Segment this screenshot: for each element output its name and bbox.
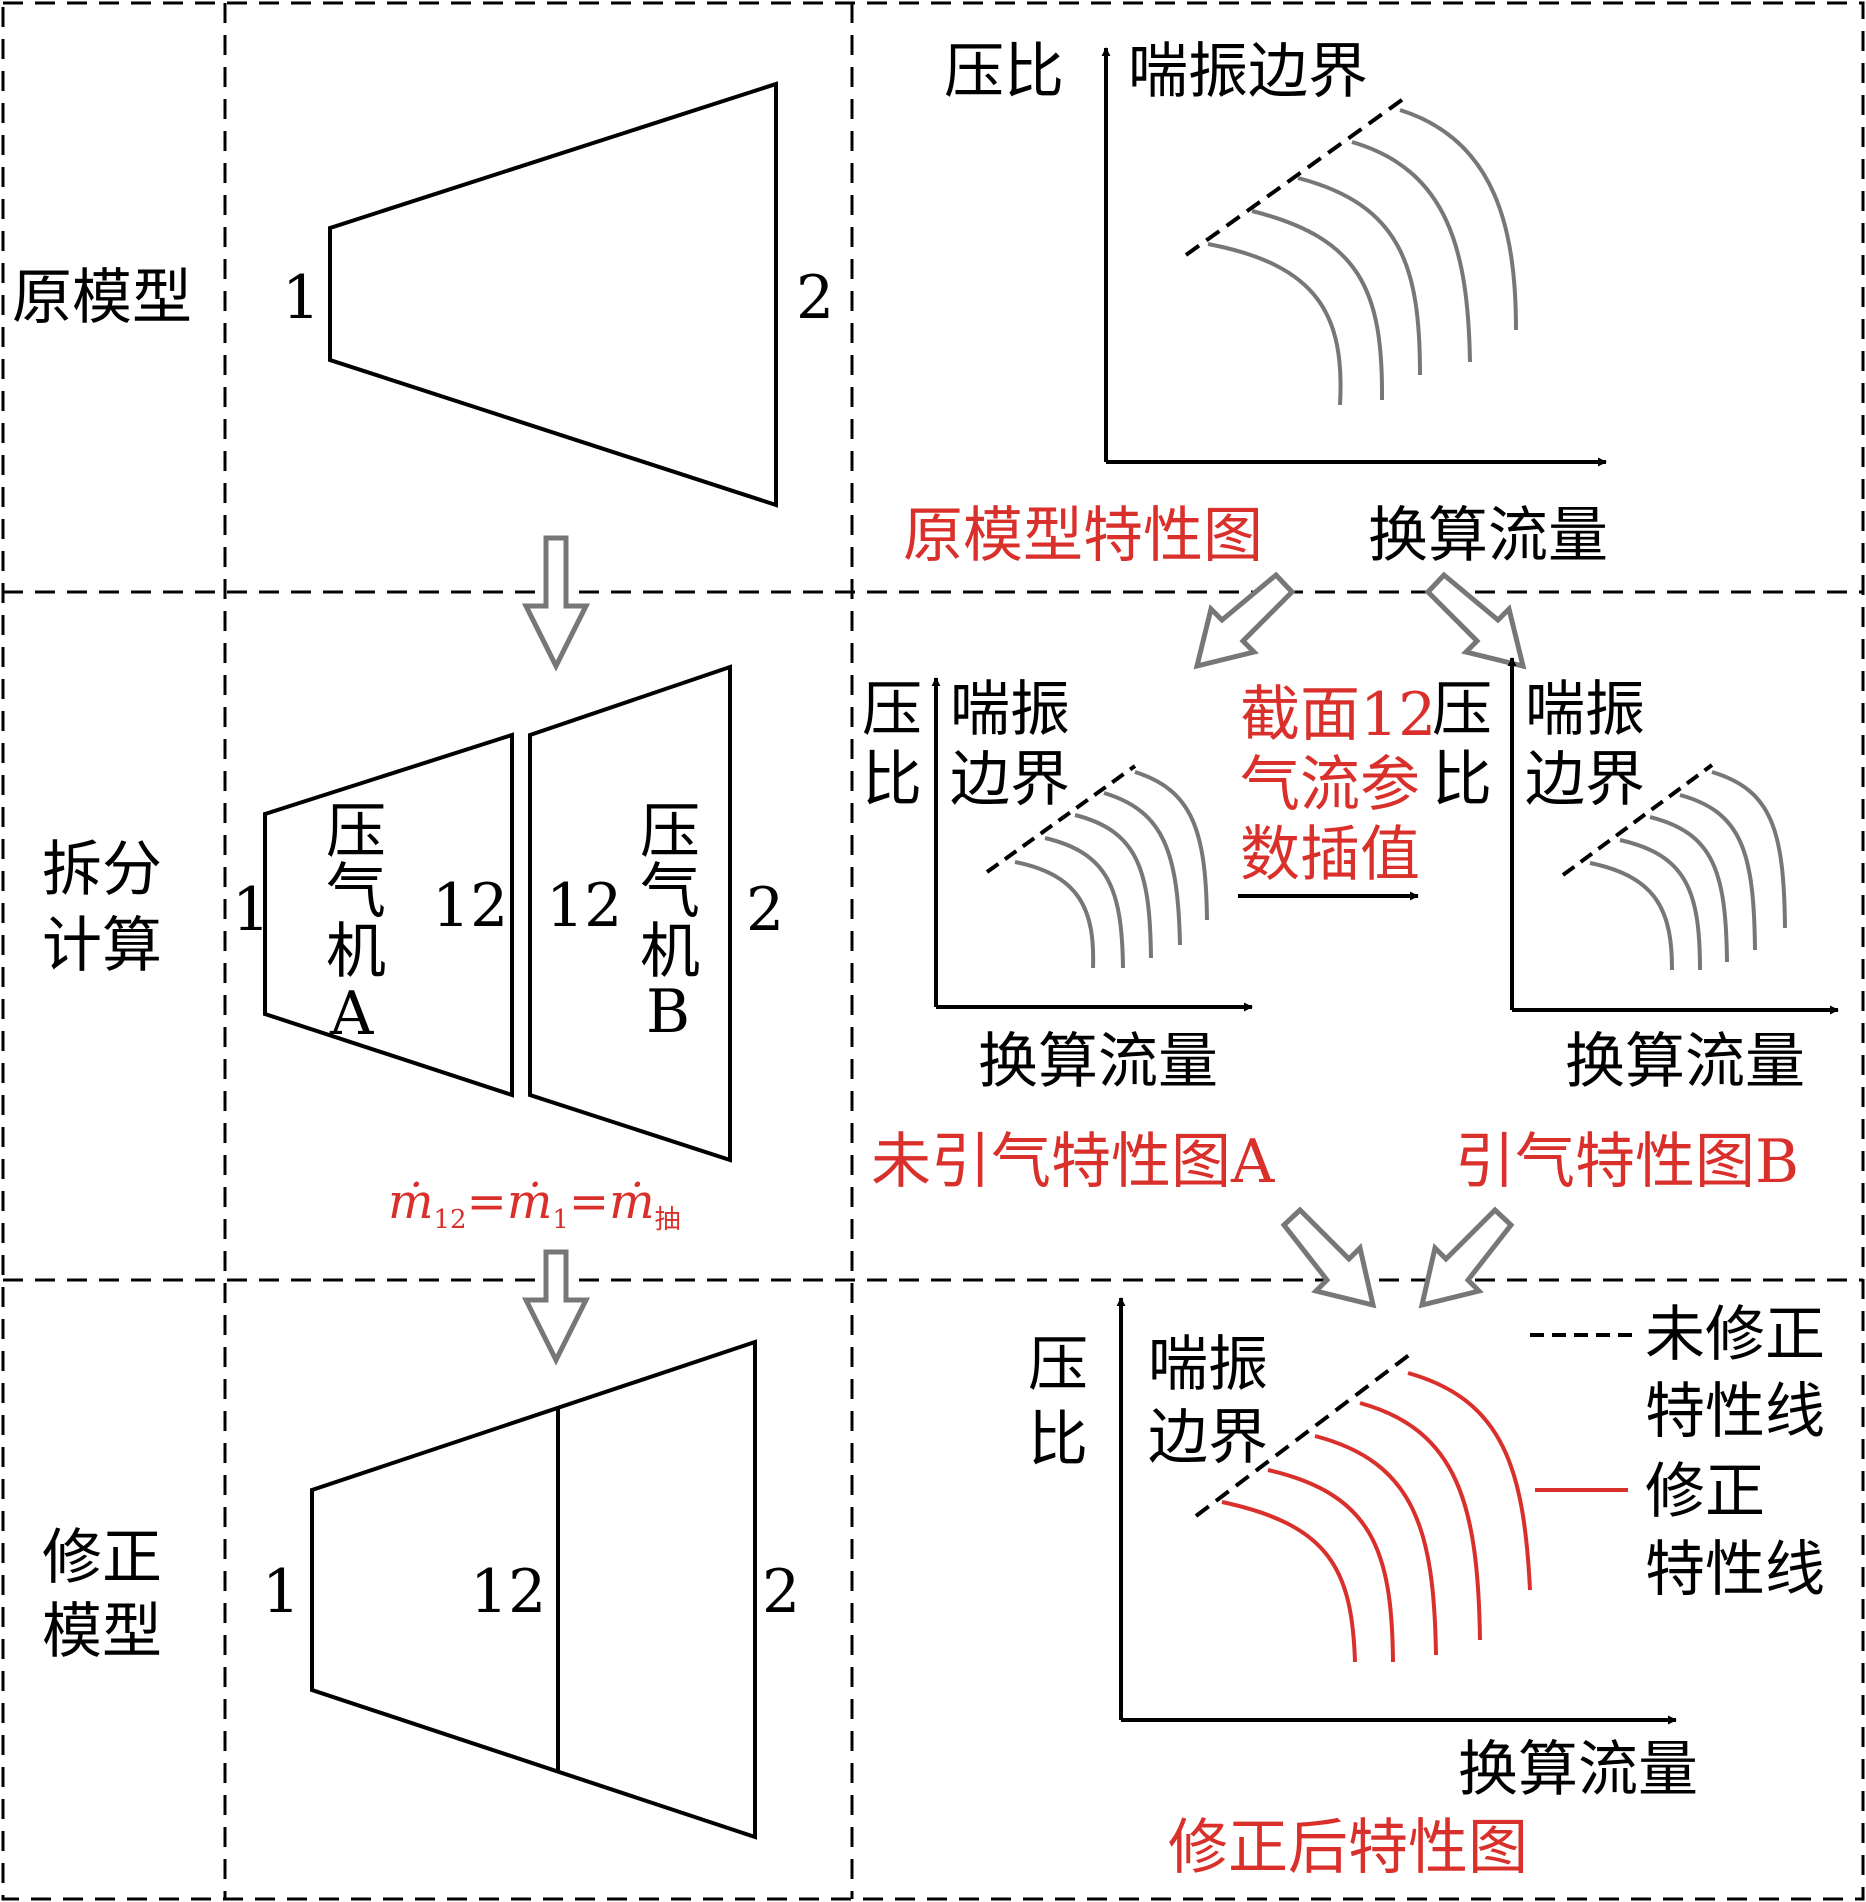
svg-text:压: 压 — [326, 797, 386, 867]
arrow-to-map-b — [1424, 571, 1527, 670]
corrected-map-caption: 修正后特性图 — [1168, 1813, 1528, 1883]
compressor-b-shape — [528, 664, 732, 1163]
map-a-caption: 未引气特性图A — [871, 1127, 1275, 1197]
map-b-surge-1: 喘振 — [1525, 675, 1645, 745]
row-label-corrected-model-1: 修正 — [42, 1523, 162, 1593]
original-map-surge-line — [1184, 95, 1408, 257]
map-b-flow-label: 换算流量 — [1565, 1027, 1805, 1097]
original-map: 压比 喘振边界 换算流量 原模型特性图 — [903, 37, 1608, 571]
legend-corrected-2: 特性线 — [1645, 1535, 1825, 1605]
arrow-from-map-a — [1280, 1206, 1377, 1309]
legend-uncorrected-2: 特性线 — [1645, 1377, 1825, 1447]
map-a-surge-2: 边界 — [950, 745, 1070, 815]
svg-text:数插值: 数插值 — [1240, 820, 1420, 890]
svg-text:气: 气 — [326, 857, 386, 927]
row-label-original-model: 原模型 — [12, 263, 192, 333]
corrected-interface-station: 12 — [470, 1557, 546, 1627]
corrected-inlet-station: 1 — [262, 1557, 300, 1627]
map-b-surge-line — [1561, 763, 1714, 877]
down-arrow-2 — [521, 1249, 591, 1366]
corrected-map-surge-1: 喘振 — [1148, 1330, 1268, 1400]
map-b-pr-2: 比 — [1432, 745, 1492, 815]
map-b-surge-2: 边界 — [1525, 745, 1645, 815]
map-a-flow-label: 换算流量 — [978, 1027, 1218, 1097]
original-outlet-station: 2 — [796, 263, 834, 333]
corrected-outlet-station: 2 — [762, 1557, 800, 1627]
split-inlet-station: 1 — [232, 875, 270, 945]
map-b: 压 比 喘振 边界 换算流量 引气特性图B — [1432, 657, 1839, 1197]
corrected-map-pr-2: 比 — [1028, 1405, 1088, 1475]
original-compressor-shape — [328, 81, 778, 508]
corrected-map: 压 比 喘振 边界 换算流量 修正后特性图 — [1028, 1297, 1698, 1883]
interpolation-note: 截面12 气流参 数插值 — [1238, 680, 1436, 901]
compressor-b-label: 压 气 机 B — [640, 797, 700, 1047]
split-outlet-station: 2 — [746, 875, 784, 945]
down-arrow-1 — [521, 535, 591, 672]
row-label-split-calc-1: 拆分 — [42, 835, 162, 905]
legend-uncorrected-1: 未修正 — [1645, 1300, 1825, 1370]
original-map-pressure-ratio: 压比 — [944, 37, 1064, 107]
map-a-surge-line — [985, 764, 1137, 874]
svg-text:压: 压 — [640, 797, 700, 867]
svg-text:机: 机 — [640, 917, 700, 987]
corrected-map-surge-line — [1194, 1350, 1415, 1518]
legend: 未修正 特性线 修正 特性线 — [1530, 1300, 1825, 1605]
svg-text:A: A — [329, 979, 374, 1049]
svg-text:机: 机 — [326, 917, 386, 987]
svg-text:气流参: 气流参 — [1240, 750, 1420, 820]
original-map-surge-label: 喘振边界 — [1128, 37, 1368, 107]
split-a-outlet-station: 12 — [432, 871, 508, 941]
corrected-map-surge-2: 边界 — [1148, 1403, 1268, 1473]
svg-text:气: 气 — [640, 857, 700, 927]
compressor-a-label: 压 气 机 A — [326, 797, 386, 1049]
original-map-flow-label: 换算流量 — [1368, 501, 1608, 571]
map-b-caption: 引气特性图B — [1455, 1127, 1799, 1197]
legend-corrected-1: 修正 — [1645, 1457, 1765, 1527]
mass-flow-equation: ṁ12=ṁ1=ṁ抽 — [388, 1174, 681, 1235]
row-label-corrected-model-2: 模型 — [42, 1597, 162, 1667]
svg-text:截面12: 截面12 — [1240, 680, 1436, 750]
map-a: 压 比 喘振 边界 换算流量 未引气特性图A — [862, 675, 1275, 1197]
arrow-to-map-a — [1193, 571, 1296, 670]
original-inlet-station: 1 — [282, 263, 320, 333]
corrected-compressor-shape — [310, 1339, 757, 1840]
split-b-inlet-station: 12 — [546, 871, 622, 941]
svg-text:B: B — [646, 977, 690, 1047]
map-a-pr-1: 压 — [862, 675, 922, 745]
row-label-split-calc-2: 计算 — [42, 911, 162, 981]
map-b-pr-1: 压 — [1432, 675, 1492, 745]
corrected-map-pr-1: 压 — [1028, 1330, 1088, 1400]
original-map-caption: 原模型特性图 — [903, 501, 1263, 571]
map-a-pr-2: 比 — [862, 745, 922, 815]
arrow-from-map-b — [1418, 1206, 1515, 1309]
compressor-a-shape — [263, 732, 514, 1098]
map-a-surge-1: 喘振 — [950, 675, 1070, 745]
corrected-map-flow-label: 换算流量 — [1458, 1735, 1698, 1805]
